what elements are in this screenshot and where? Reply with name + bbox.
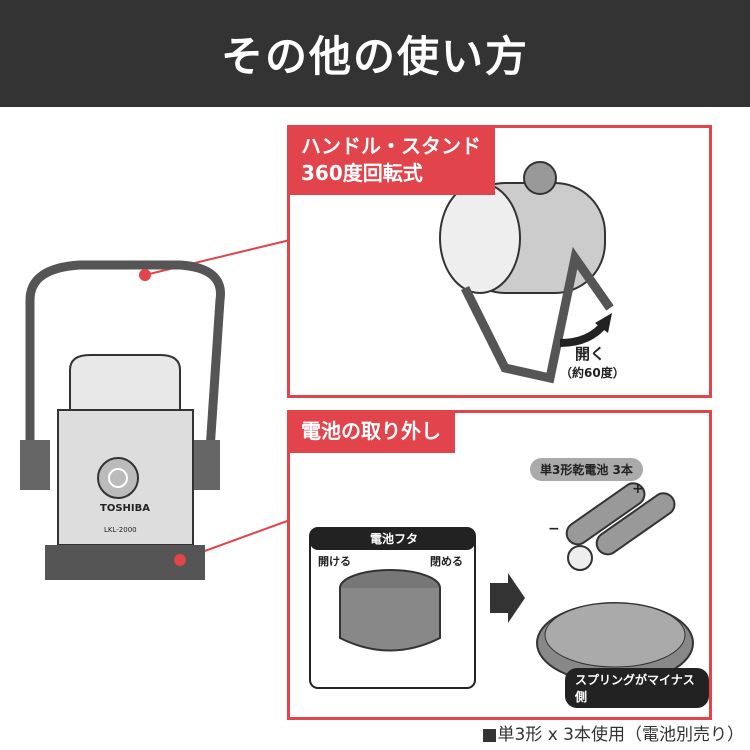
label-line1: ハンドル・スタンド [301, 134, 481, 158]
page-title: その他の使い方 [220, 32, 529, 81]
close-text: 閉める [430, 555, 463, 568]
battery-illustration [309, 482, 694, 689]
stand-illustration [439, 161, 614, 384]
header-bar: その他の使い方 [0, 0, 750, 107]
open-text: 開ける [318, 555, 351, 568]
spring-note: スプリングがマイナス側 [565, 668, 709, 708]
plus-sign: + [632, 481, 644, 497]
lantern-model: LKL-2000 [104, 526, 137, 534]
battery-cover-title: 電池フタ [370, 532, 419, 546]
lantern-brand: TOSHIBA [100, 503, 150, 514]
open-label: 開く [575, 345, 606, 363]
footer-note: ■単3形 x 3本使用（電池別売り） [481, 725, 744, 745]
battery-panel: 電池フタ 開ける 閉める 単3形乾電池 3本 + − スプリングがマイナス側 [287, 410, 712, 720]
open-angle: （約60度） [560, 366, 625, 380]
battery-removal-label: 電池の取り外し [287, 410, 455, 453]
handle-stand-label: ハンドル・スタンド 360度回転式 [287, 125, 495, 195]
minus-sign: − [548, 521, 560, 537]
battery-count-bubble: 単3形乾電池 3本 [530, 458, 643, 481]
label-line2: 360度回転式 [301, 161, 423, 185]
